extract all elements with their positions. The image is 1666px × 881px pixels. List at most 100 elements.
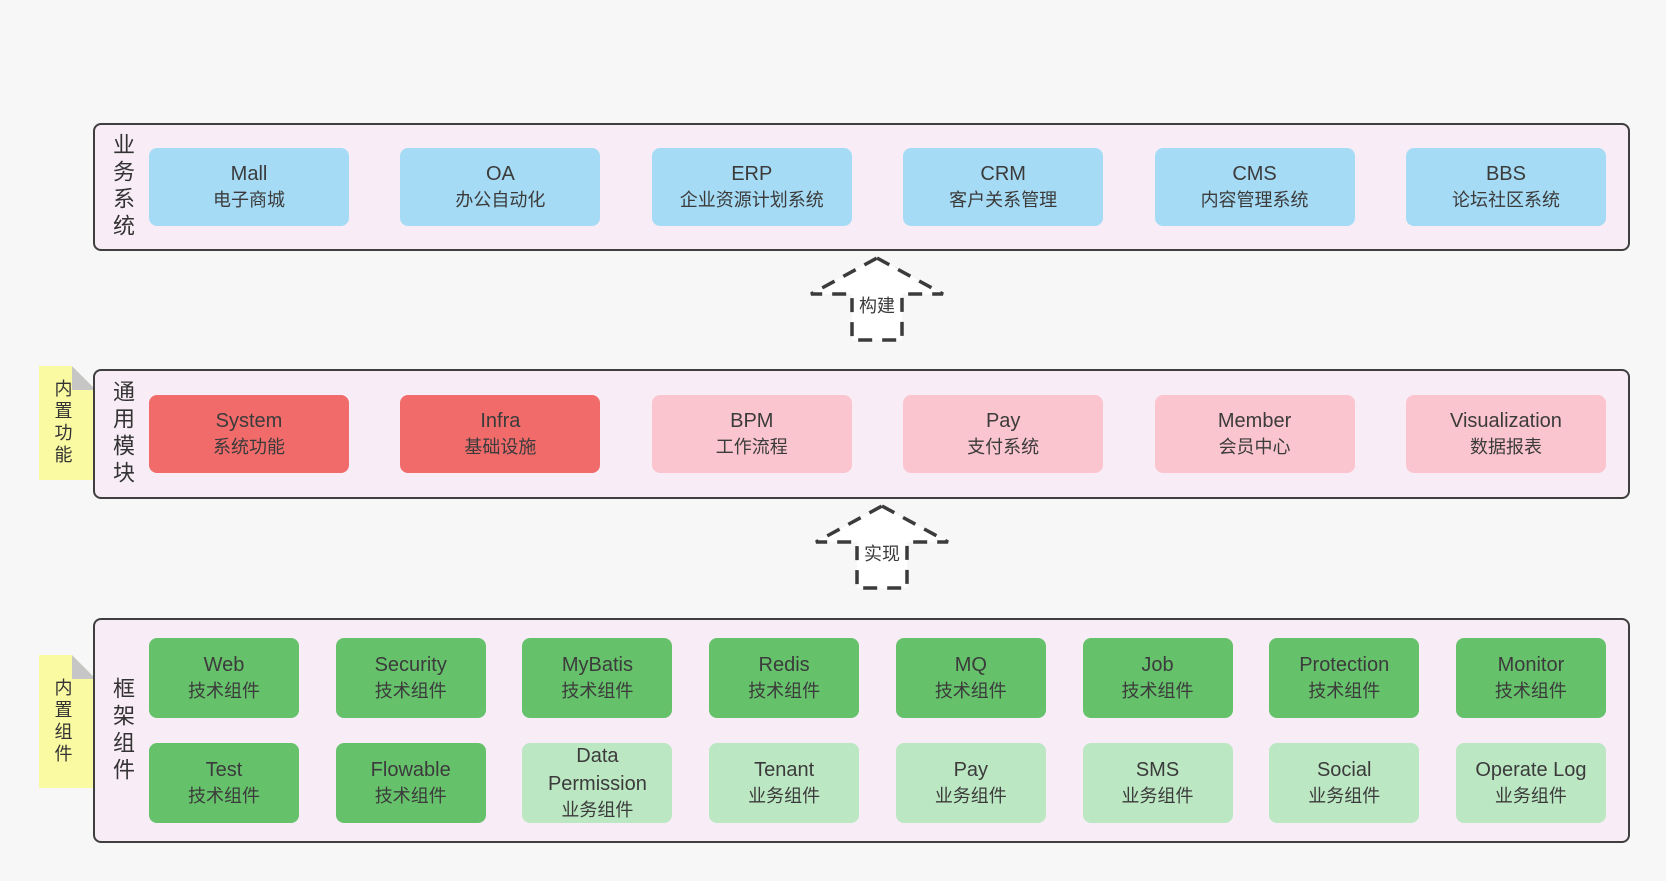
box-job: Job 技术组件 — [1082, 638, 1233, 718]
box-subtitle: 技术组件 — [1308, 681, 1381, 702]
box-title: CRM — [980, 163, 1026, 186]
box-subtitle: 工作流程 — [715, 437, 788, 458]
box-erp: ERP 企业资源计划系统 — [651, 148, 852, 226]
band-business-systems: 业务系统 Mall 电子商城 OA 办公自动化 ERP 企业资源计划系统 CRM… — [93, 123, 1630, 251]
box-title: BBS — [1485, 163, 1526, 186]
box-protection: Protection 技术组件 — [1269, 638, 1420, 718]
band-common-modules: 通用模块 System 系统功能 Infra 基础设施 BPM 工作流程 Pay… — [93, 369, 1630, 499]
box-subtitle: 电子商城 — [213, 190, 285, 211]
box-data-permission: Data Permission 业务组件 — [522, 743, 673, 823]
build-up-arrow-icon: 构建 — [807, 254, 947, 344]
implement-up-arrow-icon: 实现 — [812, 502, 952, 592]
band-title: 业务系统 — [110, 133, 135, 241]
box-mq: MQ 技术组件 — [895, 638, 1046, 718]
box-pay-component: Pay 业务组件 — [895, 743, 1046, 823]
arrow-label: 实现 — [864, 544, 900, 564]
box-title: Job — [1141, 654, 1174, 677]
box-title: MQ — [954, 654, 987, 677]
box-sms: SMS 业务组件 — [1082, 743, 1233, 823]
box-subtitle: 业务组件 — [1121, 786, 1194, 807]
box-subtitle: 技术组件 — [561, 681, 634, 702]
box-title: OA — [485, 163, 515, 186]
box-crm: CRM 客户关系管理 — [903, 148, 1104, 226]
box-title: SMS — [1135, 759, 1180, 782]
box-title: Web — [203, 654, 245, 677]
box-subtitle: 技术组件 — [374, 786, 447, 807]
box-subtitle: 支付系统 — [967, 437, 1040, 458]
box-mall: Mall 电子商城 — [149, 148, 349, 226]
box-title: Operate Log — [1475, 759, 1587, 782]
box-title: Test — [205, 759, 243, 782]
sticky-note-label: 内置功能 — [52, 379, 73, 467]
box-title: ERP — [731, 163, 773, 186]
band-content: System 系统功能 Infra 基础设施 BPM 工作流程 Pay 支付系统… — [149, 395, 1628, 473]
sticky-note-built-in-features: 内置功能 — [39, 366, 96, 480]
box-title: BPM — [730, 410, 774, 433]
box-subtitle: 技术组件 — [188, 681, 260, 702]
box-title: Social — [1316, 759, 1372, 782]
box-social: Social 业务组件 — [1269, 743, 1420, 823]
box-subtitle: 技术组件 — [188, 786, 260, 807]
box-title: Tenant — [754, 759, 815, 782]
band-content: Mall 电子商城 OA 办公自动化 ERP 企业资源计划系统 CRM 客户关系… — [149, 148, 1628, 226]
box-title: Redis — [758, 654, 810, 677]
box-operate-log: Operate Log 业务组件 — [1455, 743, 1606, 823]
box-subtitle: 基础设施 — [464, 437, 537, 458]
box-subtitle: 技术组件 — [934, 681, 1007, 702]
component-row-top: Web 技术组件 Security 技术组件 MyBatis 技术组件 Redi… — [149, 638, 1606, 718]
box-subtitle: 系统功能 — [213, 437, 285, 458]
box-system: System 系统功能 — [149, 395, 349, 473]
box-web: Web 技术组件 — [149, 638, 299, 718]
box-title: Data Permission — [547, 745, 647, 796]
box-subtitle: 业务组件 — [1308, 786, 1381, 807]
box-subtitle: 业务组件 — [934, 786, 1007, 807]
box-title: Security — [374, 654, 447, 677]
sticky-note-label: 内置组件 — [52, 677, 73, 766]
box-subtitle: 会员中心 — [1218, 437, 1291, 458]
box-subtitle: 技术组件 — [748, 681, 821, 702]
box-visualization: Visualization 数据报表 — [1405, 395, 1606, 473]
box-pay: Pay 支付系统 — [903, 395, 1104, 473]
box-flowable: Flowable 技术组件 — [335, 743, 486, 823]
box-mybatis: MyBatis 技术组件 — [522, 638, 673, 718]
sticky-note-built-in-components: 内置组件 — [39, 655, 96, 788]
box-title: Flowable — [370, 759, 451, 782]
box-subtitle: 客户关系管理 — [949, 190, 1058, 211]
box-title: System — [215, 410, 283, 433]
box-subtitle: 办公自动化 — [455, 190, 546, 211]
box-title: MyBatis — [561, 654, 633, 677]
box-subtitle: 内容管理系统 — [1200, 190, 1309, 211]
box-subtitle: 业务组件 — [561, 800, 634, 821]
box-monitor: Monitor 技术组件 — [1455, 638, 1606, 718]
component-row-bottom: Test 技术组件 Flowable 技术组件 Data Permission … — [149, 743, 1606, 823]
box-security: Security 技术组件 — [335, 638, 486, 718]
box-title: Pay — [953, 759, 989, 782]
box-subtitle: 企业资源计划系统 — [679, 190, 824, 211]
box-title: Protection — [1299, 654, 1390, 677]
box-subtitle: 业务组件 — [1494, 786, 1567, 807]
box-subtitle: 业务组件 — [748, 786, 821, 807]
band-framework-components: 框架组件 Web 技术组件 Security 技术组件 MyBatis 技术组件… — [93, 618, 1630, 843]
box-title: Infra — [480, 410, 521, 433]
box-title: Monitor — [1497, 654, 1565, 677]
arrow-label: 构建 — [859, 296, 895, 316]
box-title: Pay — [985, 410, 1021, 433]
box-title: Visualization — [1449, 410, 1562, 433]
box-title: CMS — [1232, 163, 1277, 186]
band-title: 框架组件 — [110, 676, 135, 785]
band-title: 通用模块 — [110, 380, 135, 488]
box-cms: CMS 内容管理系统 — [1154, 148, 1355, 226]
box-tenant: Tenant 业务组件 — [709, 743, 860, 823]
box-title: Member — [1217, 410, 1292, 433]
box-subtitle: 论坛社区系统 — [1451, 190, 1560, 211]
box-bbs: BBS 论坛社区系统 — [1405, 148, 1606, 226]
box-oa: OA 办公自动化 — [400, 148, 601, 226]
box-redis: Redis 技术组件 — [709, 638, 860, 718]
box-test: Test 技术组件 — [149, 743, 299, 823]
box-member: Member 会员中心 — [1154, 395, 1355, 473]
box-subtitle: 技术组件 — [1121, 681, 1194, 702]
box-title: Mall — [230, 163, 268, 186]
box-subtitle: 技术组件 — [374, 681, 447, 702]
band-content: Web 技术组件 Security 技术组件 MyBatis 技术组件 Redi… — [149, 638, 1628, 823]
